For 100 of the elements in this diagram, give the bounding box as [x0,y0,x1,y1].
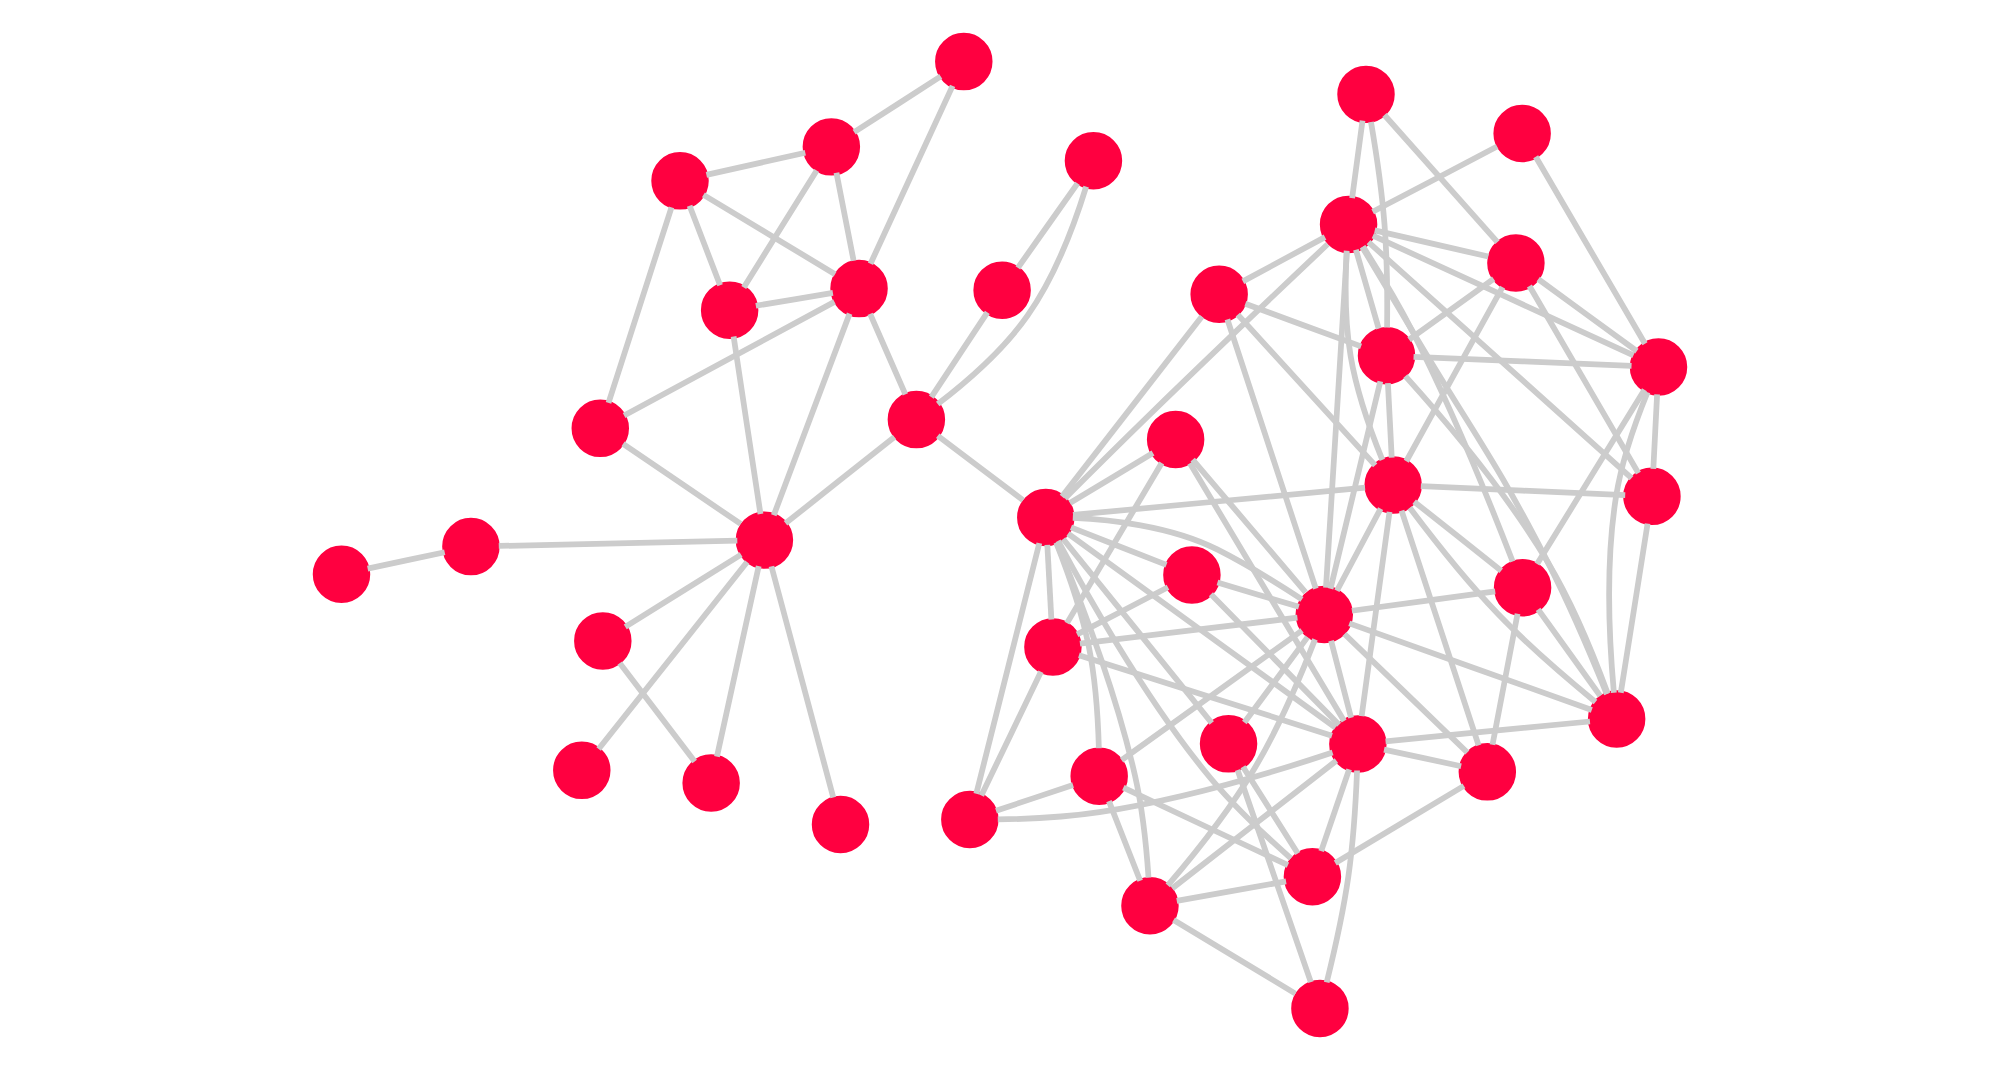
connector [1617,523,1651,694]
node-circle [1629,338,1688,396]
connector [1078,652,1333,739]
connector [1420,483,1626,499]
node-circle [973,261,1031,319]
connector [1055,539,1293,861]
node-circle [682,754,740,812]
connector [596,560,750,751]
connector [1242,635,1310,725]
connector [741,168,820,289]
connector [1318,768,1352,853]
connector [1342,250,1385,461]
node-circle [1493,104,1551,163]
connector [1360,245,1516,563]
connector [1382,113,1500,244]
connector [1333,783,1466,866]
node-circle [935,32,993,91]
connector [1327,380,1384,590]
connector [1119,628,1304,763]
connector [1060,537,1214,725]
connector [1176,878,1287,904]
connector [1403,374,1611,695]
node-circle [1190,265,1248,323]
node-circle [802,118,861,176]
connector [1368,121,1391,328]
connector [1371,144,1499,215]
connector [1351,588,1496,614]
connector [936,433,1025,503]
connector [1413,353,1632,369]
connector [1190,457,1308,595]
node-circle [700,281,759,339]
connector [1349,120,1366,199]
connector [1536,276,1639,354]
connector [1407,276,1496,342]
connector [1353,248,1382,330]
node-circle [1623,467,1681,526]
connector [714,565,762,758]
connector [1015,181,1080,270]
connector [1172,917,1297,997]
connector [1216,579,1300,610]
connector [1371,232,1635,359]
node-circle [1146,410,1205,469]
node-circle [1017,488,1075,547]
connector [997,749,1334,823]
node-circle [1487,234,1545,292]
connector [701,192,837,277]
node-circle [1121,876,1179,935]
connector [1053,541,1102,749]
connector [367,549,446,572]
connector [852,74,943,135]
node-circle [1319,195,1378,254]
connector [935,185,1089,407]
connector [1165,638,1318,888]
node-circle [1291,979,1349,1038]
connector [1342,631,1470,755]
node-circle [1024,618,1082,676]
connector [498,537,738,549]
connector [1053,541,1152,878]
connector [1069,524,1168,568]
connector [1374,227,1489,260]
connector [1066,531,1338,730]
connector [1072,484,1366,518]
node-circle [1357,326,1416,385]
node-circle [651,152,709,210]
connector [1075,584,1170,637]
connector [1650,394,1660,470]
node-circle [887,390,946,449]
connector [1079,614,1298,647]
connector [622,299,836,418]
node-circle [571,399,629,458]
node-circle [1458,743,1517,801]
connector [1044,544,1055,620]
connector [1072,515,1304,602]
connector [605,206,675,404]
node-circle [1295,585,1354,644]
connector [783,434,897,526]
connector [978,670,1044,797]
connector [1328,639,1354,719]
node-circle [1199,715,1258,773]
connector [617,661,697,764]
connector [1106,800,1143,882]
connector [1235,312,1378,468]
connector [973,542,1043,795]
connector [1244,301,1363,350]
connector [768,565,837,799]
connector [1526,284,1641,475]
connector [1068,450,1155,506]
connector [1334,507,1384,593]
connector [1323,770,1360,984]
connector [867,312,908,396]
connector [1234,769,1314,984]
connector [1535,607,1603,698]
connector [621,441,743,527]
connector [1533,155,1648,346]
connector [1241,234,1327,284]
connector [771,312,853,517]
node-circle [442,517,500,576]
connector [1534,388,1647,566]
connector [623,552,743,630]
node-circle [574,612,632,670]
